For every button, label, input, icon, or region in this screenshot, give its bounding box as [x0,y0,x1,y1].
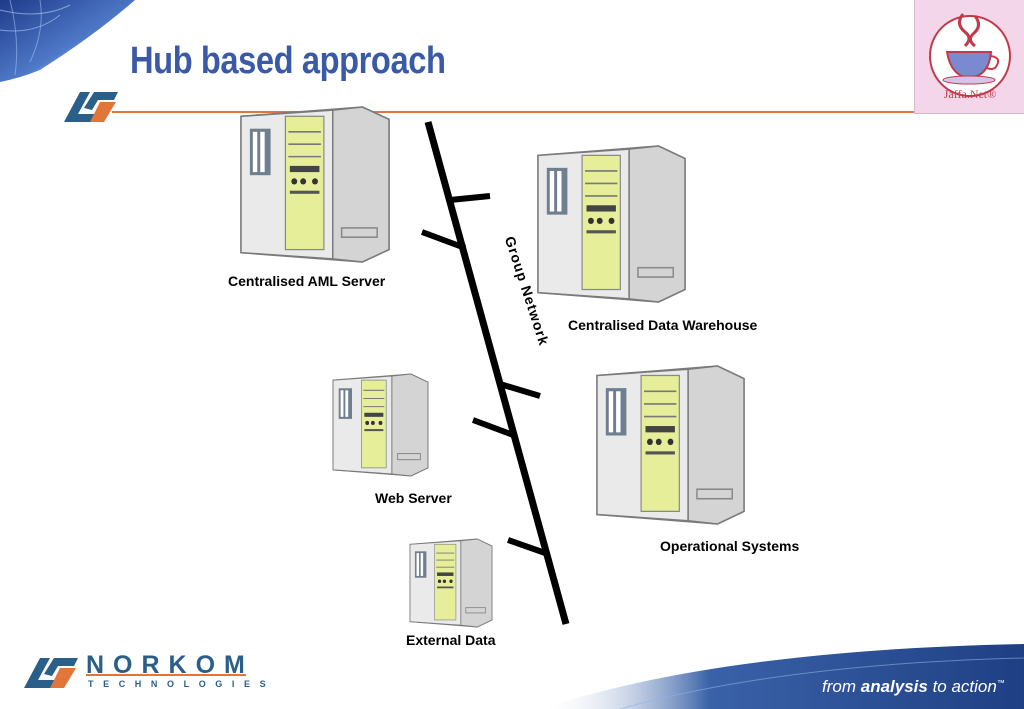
server-web-icon [332,373,429,477]
branch-3 [499,381,541,399]
badge-text: Jaffa.Net® [944,87,997,101]
label-web-server: Web Server [375,490,452,506]
norkom-logo-icon [64,92,118,122]
server-external-icon [409,538,493,628]
server-operational-icon [596,365,745,525]
server-warehouse-icon [537,145,686,303]
label-data-warehouse: Centralised Data Warehouse [568,317,758,333]
label-operational-systems: Operational Systems [660,538,800,554]
coffee-cup-icon: Jaffa.Net® [929,13,1011,101]
branch-2 [420,229,467,251]
tagline-prefix: from [822,677,856,696]
jaffa-badge: Jaffa.Net® [914,0,1024,114]
branch-4 [471,417,518,439]
tagline: from analysis to action™ [822,677,1005,697]
tagline-trademark: ™ [996,678,1005,688]
norkom-logo-large-icon [24,658,78,688]
branch-5 [507,537,549,557]
server-aml-icon [240,106,390,263]
label-aml-server: Centralised AML Server [228,273,386,289]
tagline-bold: analysis [860,677,928,696]
company-underline [86,674,246,676]
page-title: Hub based approach [130,40,446,82]
footer-swoosh [540,644,1024,709]
label-external-data: External Data [406,632,496,648]
globe-decoration [0,0,135,82]
tagline-suffix: to action [932,677,997,696]
title-rule [112,111,915,113]
company-subtitle: TECHNOLOGIES [88,679,276,689]
branch-1 [449,193,491,203]
network-backbone [424,121,570,625]
